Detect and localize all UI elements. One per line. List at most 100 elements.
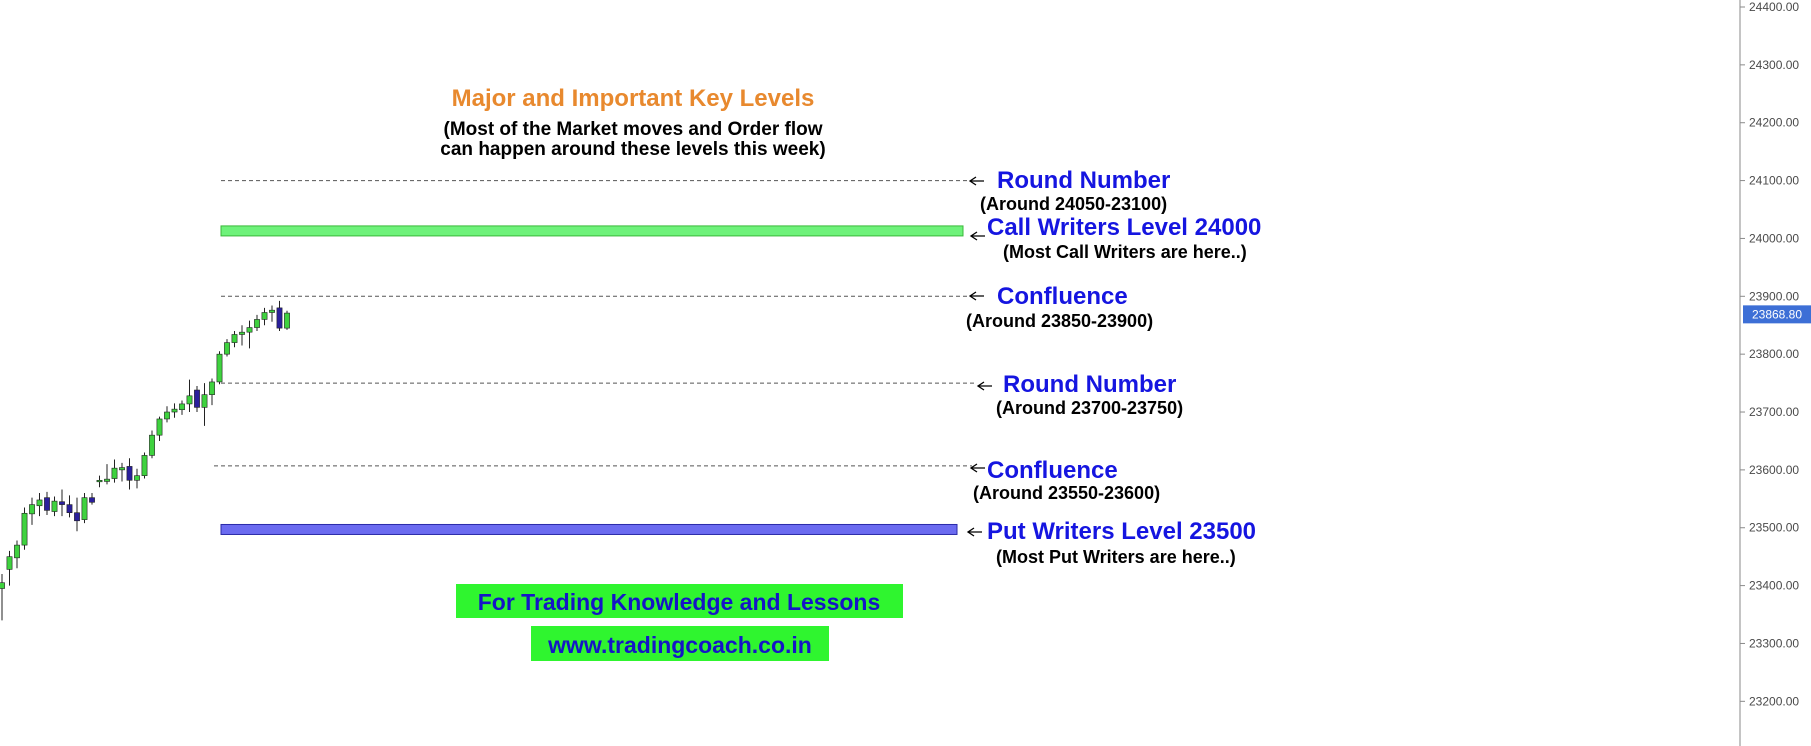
candle-body-up — [111, 467, 118, 479]
candle-body-down — [59, 501, 65, 505]
y-tick-label: 24100.00 — [1749, 174, 1799, 188]
candle — [59, 489, 65, 517]
candle-body-down — [276, 307, 283, 329]
chart-title: Major and Important Key Levels — [452, 85, 815, 112]
key-level-band — [220, 523, 958, 535]
candle-body-up — [51, 500, 58, 512]
candle — [141, 452, 148, 479]
candle — [276, 300, 283, 332]
current-price-label: 23868.80 — [1752, 307, 1802, 321]
left-arrow-icon — [969, 231, 985, 241]
candle — [246, 320, 253, 349]
candle-body-down — [74, 512, 80, 522]
candle-body-up — [209, 381, 215, 395]
candle — [104, 464, 110, 485]
candle-body-up — [246, 327, 253, 333]
candle — [96, 475, 103, 488]
y-tick-label: 24400.00 — [1749, 0, 1799, 14]
y-tick-label: 23500.00 — [1749, 521, 1799, 535]
candle — [194, 385, 200, 413]
candle — [201, 383, 208, 426]
candle — [81, 493, 88, 524]
candle — [224, 339, 230, 357]
key-levels-layer — [214, 180, 976, 535]
level-sub-call-writers: (Most Call Writers are here..) — [1003, 242, 1247, 262]
candle — [6, 550, 13, 586]
candle-body-up — [119, 467, 125, 471]
candle-body-down — [44, 497, 50, 511]
candle-body-up — [14, 544, 20, 559]
candle-body-down — [66, 504, 73, 513]
branding-box-2[interactable] — [531, 626, 829, 661]
candle-body-down — [126, 466, 133, 481]
y-tick-label: 23600.00 — [1749, 463, 1799, 477]
candle-body-down — [194, 389, 200, 408]
candle — [209, 378, 215, 406]
candle-body-up — [81, 497, 88, 520]
candle — [44, 491, 50, 516]
candle — [149, 430, 155, 459]
level-label-round-number-top: Round Number — [997, 167, 1170, 194]
candle — [111, 459, 118, 483]
level-label-call-writers: Call Writers Level 24000 — [987, 214, 1261, 241]
current-price-badge — [1743, 305, 1811, 324]
candle-body-up — [104, 478, 110, 482]
branding-text-1: For Trading Knowledge and Lessons — [478, 589, 881, 615]
candle-body-up — [96, 479, 103, 483]
y-tick-label: 23200.00 — [1749, 694, 1799, 708]
candle-body-up — [171, 408, 178, 413]
level-sub-put-writers: (Most Put Writers are here..) — [996, 547, 1236, 567]
website-link[interactable]: www.tradingcoach.co.in — [547, 632, 812, 658]
candle — [74, 497, 80, 532]
level-label-round-number-lower: Round Number — [1003, 371, 1176, 398]
candle — [134, 468, 140, 489]
y-tick-label: 23700.00 — [1749, 405, 1799, 419]
candle — [179, 400, 185, 415]
candle — [171, 403, 178, 418]
level-sub-confluence-lower: (Around 23550-23600) — [973, 483, 1160, 503]
candle-body-up — [284, 312, 290, 329]
candle-body-up — [29, 504, 35, 515]
candle — [269, 305, 275, 322]
candle — [239, 325, 245, 346]
candle — [216, 351, 223, 385]
candle-body-up — [216, 353, 223, 383]
arrow-icon-group — [966, 176, 992, 537]
candle-body-up — [134, 475, 140, 481]
candle-body-up — [269, 309, 275, 313]
y-tick-label: 23900.00 — [1749, 289, 1799, 303]
candle-body-up — [149, 434, 155, 456]
candle — [66, 495, 73, 518]
candle — [36, 493, 43, 517]
candle-body-up — [201, 394, 208, 408]
left-arrow-icon — [976, 381, 992, 391]
y-tick-label: 23400.00 — [1749, 579, 1799, 593]
candle-body-down — [89, 497, 95, 503]
branding-text-2[interactable]: www.tradingcoach.co.in — [547, 632, 812, 658]
candle — [261, 307, 268, 326]
y-tick-label: 24200.00 — [1749, 116, 1799, 130]
y-tick-label: 24300.00 — [1749, 58, 1799, 72]
y-tick-label: 23800.00 — [1749, 347, 1799, 361]
candle — [14, 540, 20, 569]
y-tick-label: 24000.00 — [1749, 231, 1799, 245]
candle — [186, 379, 193, 413]
key-level-band — [220, 225, 964, 237]
candle-body-up — [156, 418, 163, 436]
chart-subtitle-line-2: can happen around these levels this week… — [440, 139, 825, 160]
left-arrow-icon — [969, 463, 985, 473]
candle-body-up — [254, 319, 260, 328]
level-label-confluence-lower: Confluence — [987, 457, 1118, 484]
candle-body-up — [231, 334, 238, 343]
candle — [89, 493, 95, 505]
left-arrow-icon — [966, 527, 982, 537]
candle — [156, 416, 163, 441]
candle-body-up — [6, 556, 13, 570]
candle-body-up — [141, 455, 148, 476]
candle — [21, 507, 28, 550]
candle — [119, 462, 125, 482]
level-sub-round-number-lower: (Around 23700-23750) — [996, 398, 1183, 418]
candle — [0, 574, 5, 621]
branding-box-1 — [456, 584, 903, 618]
